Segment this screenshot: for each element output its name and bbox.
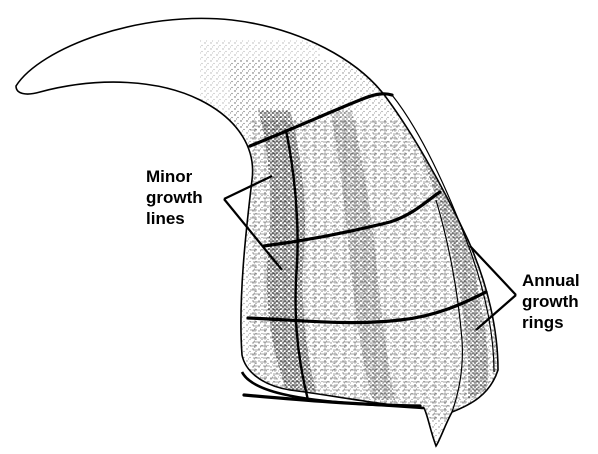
minor-label-line-3: lines [146, 208, 203, 229]
annual-growth-rings-label: Annual growth rings [522, 270, 580, 333]
minor-label-line-1: Minor [146, 166, 203, 187]
minor-growth-lines-label: Minor growth lines [146, 166, 203, 229]
annual-label-line-1: Annual [522, 270, 580, 291]
annual-label-line-2: growth [522, 291, 580, 312]
annual-label-line-3: rings [522, 312, 580, 333]
minor-label-line-2: growth [146, 187, 203, 208]
